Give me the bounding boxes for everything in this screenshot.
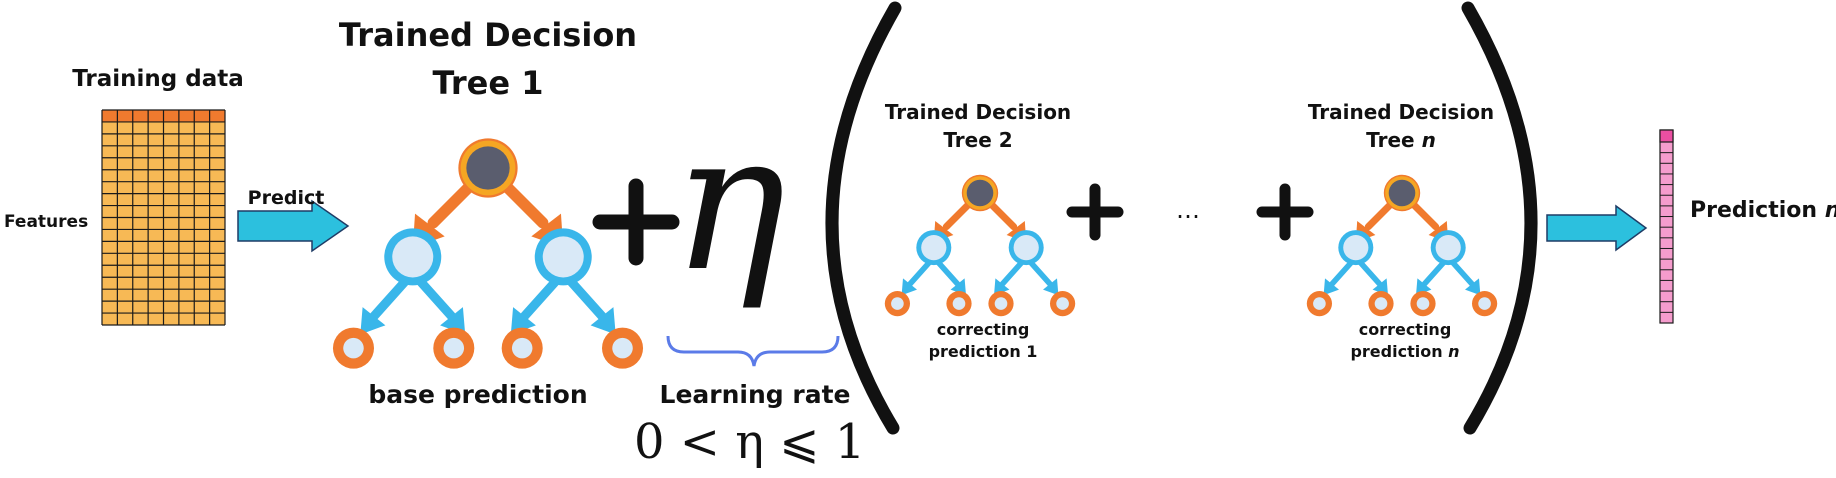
parenthesis-icon xyxy=(1461,1,1538,435)
tree1-title-line2: Tree 1 xyxy=(432,64,544,102)
ellipsis: … xyxy=(1176,196,1200,224)
prediction-n-n: n xyxy=(1825,198,1836,223)
decision-tree-icon xyxy=(885,175,1075,316)
plus-sign xyxy=(1066,183,1124,241)
correcting-n-line1: correcting xyxy=(1358,320,1452,339)
treen-title-line1: Trained Decision xyxy=(1307,100,1495,124)
eta-symbol: η xyxy=(672,92,786,313)
training-data-label: Training data xyxy=(72,66,244,92)
tree2-title-line2: Tree 2 xyxy=(943,128,1013,152)
right-arrow-icon xyxy=(1546,204,1648,252)
base-prediction-label: base prediction xyxy=(368,380,588,409)
plus-sign xyxy=(592,178,680,266)
right-arrow-icon xyxy=(237,199,350,253)
treen-title-line2: Tree n xyxy=(1341,128,1461,152)
plus-sign xyxy=(1256,183,1314,241)
correcting-n-line2: prediction n xyxy=(1330,342,1480,361)
correcting-n-prefix: prediction xyxy=(1350,342,1449,361)
parenthesis-icon xyxy=(825,1,902,435)
treen-title-n: n xyxy=(1421,128,1436,152)
treen-title-prefix: Tree xyxy=(1366,128,1422,152)
brace-icon xyxy=(666,335,840,367)
decision-tree-icon xyxy=(333,138,643,368)
predict-label: Predict xyxy=(247,187,325,209)
eta-range-formula: 0 < η ⩽ 1 xyxy=(634,414,866,470)
features-label: Features xyxy=(4,212,89,232)
correcting-1-line2: prediction 1 xyxy=(928,342,1038,361)
tree1-title-line1: Trained Decision xyxy=(338,16,638,54)
correcting-n-n: n xyxy=(1448,342,1460,361)
prediction-n-prefix: Prediction xyxy=(1690,198,1825,223)
decision-tree-icon xyxy=(1307,175,1497,316)
vector-icon xyxy=(1659,129,1674,324)
correcting-1-line1: correcting xyxy=(936,320,1030,339)
learning-rate-label: Learning rate xyxy=(659,380,851,409)
table-grid-icon xyxy=(101,109,226,326)
tree2-title-line1: Trained Decision xyxy=(884,100,1072,124)
prediction-n-label: Prediction n xyxy=(1690,198,1836,223)
